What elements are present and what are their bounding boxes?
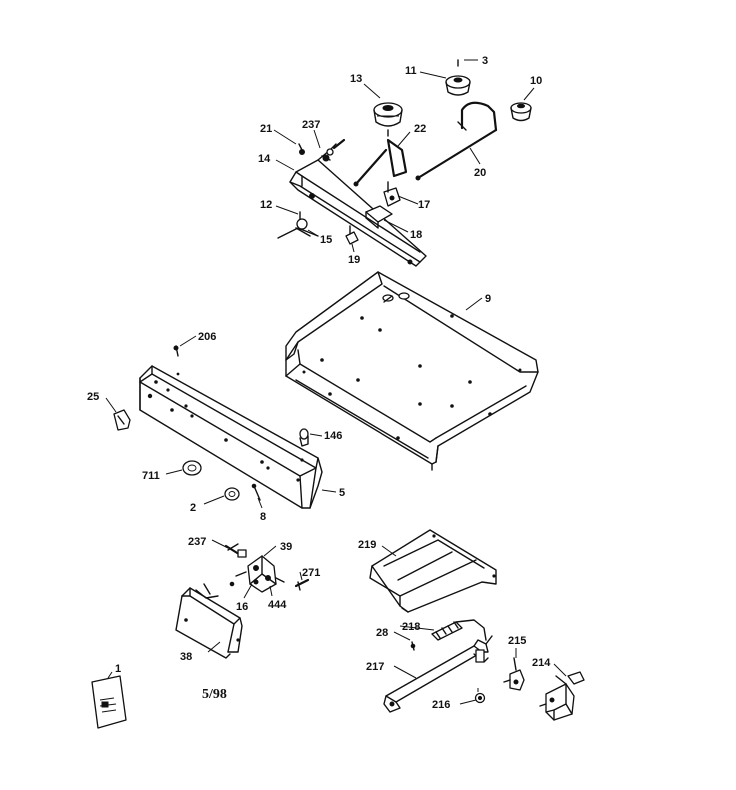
part-label-146: 146 bbox=[324, 430, 342, 442]
part-label-217: 217 bbox=[366, 661, 384, 673]
nut-216 bbox=[474, 688, 486, 704]
part-label-12: 12 bbox=[260, 199, 272, 211]
burner-cap-11 bbox=[445, 59, 471, 96]
part-label-218: 218 bbox=[402, 621, 420, 633]
part-label-1: 1 bbox=[115, 663, 121, 675]
part-label-237-lower: 237 bbox=[188, 536, 206, 548]
screw-28 bbox=[410, 641, 416, 651]
part-label-13: 13 bbox=[350, 73, 362, 85]
part-label-271: 271 bbox=[302, 567, 320, 579]
part-label-39: 39 bbox=[280, 541, 292, 553]
part-label-18: 18 bbox=[410, 229, 422, 241]
part-label-206: 206 bbox=[198, 331, 216, 343]
burner-tube-22 bbox=[353, 138, 408, 187]
part-label-214: 214 bbox=[532, 657, 551, 669]
burner-tube-20 bbox=[415, 101, 498, 181]
burner-pan-9 bbox=[285, 271, 539, 471]
part-label-2: 2 bbox=[190, 502, 196, 514]
part-label-5: 5 bbox=[339, 487, 345, 499]
valve-assembly-16-39 bbox=[229, 555, 285, 593]
safety-valve-214 bbox=[539, 671, 585, 721]
part-label-9: 9 bbox=[485, 293, 491, 305]
igniter-218 bbox=[431, 619, 487, 641]
fitting-237-lower bbox=[224, 543, 247, 558]
orifice-holder-215 bbox=[503, 657, 525, 691]
leader-lines bbox=[105, 59, 567, 705]
part-label-16: 16 bbox=[236, 601, 248, 613]
part-label-15: 15 bbox=[320, 234, 332, 246]
clip-25 bbox=[113, 409, 131, 431]
valve-bracket-38 bbox=[175, 583, 243, 659]
part-label-28: 28 bbox=[376, 627, 388, 639]
part-label-11: 11 bbox=[405, 65, 417, 77]
grommet-2 bbox=[224, 487, 240, 501]
valve-12-15 bbox=[277, 211, 319, 239]
part-label-216: 216 bbox=[432, 699, 450, 711]
part-label-21: 21 bbox=[260, 123, 272, 135]
screw-21 bbox=[298, 143, 305, 155]
part-label-219: 219 bbox=[358, 539, 376, 551]
part-label-17: 17 bbox=[418, 199, 430, 211]
part-label-25: 25 bbox=[87, 391, 99, 403]
part-label-10: 10 bbox=[530, 75, 542, 87]
part-number-labels: 1 2 3 5 8 9 10 11 12 13 14 15 16 17 18 1… bbox=[87, 55, 551, 711]
part-label-19: 19 bbox=[348, 254, 360, 266]
clip-19 bbox=[345, 225, 359, 245]
manifold-panel-5 bbox=[139, 365, 323, 509]
screw-206 bbox=[173, 345, 179, 357]
broil-burner-217 bbox=[383, 635, 493, 713]
bracket-18 bbox=[365, 205, 393, 229]
burner-cap-13 bbox=[373, 102, 403, 137]
part-label-237-top: 237 bbox=[302, 119, 320, 131]
part-label-8: 8 bbox=[260, 511, 266, 523]
part-label-444: 444 bbox=[268, 599, 287, 611]
clip-146 bbox=[299, 428, 309, 447]
date-code: 5/98 bbox=[202, 687, 227, 702]
part-label-215: 215 bbox=[508, 635, 526, 647]
fitting-237-top bbox=[322, 138, 346, 162]
heat-shield-219 bbox=[369, 529, 497, 613]
part-label-3: 3 bbox=[482, 55, 488, 67]
manual-1 bbox=[91, 675, 127, 729]
screw-8 bbox=[251, 483, 261, 501]
manifold-14 bbox=[289, 143, 427, 267]
part-label-22: 22 bbox=[414, 123, 426, 135]
burner-cap-10 bbox=[510, 102, 532, 122]
bracket-17 bbox=[383, 181, 401, 207]
part-label-711: 711 bbox=[142, 470, 160, 482]
orifice-271 bbox=[294, 578, 310, 591]
part-label-38: 38 bbox=[180, 651, 192, 663]
grommet-711 bbox=[182, 460, 202, 476]
part-label-14: 14 bbox=[258, 153, 271, 165]
part-label-20: 20 bbox=[474, 167, 486, 179]
